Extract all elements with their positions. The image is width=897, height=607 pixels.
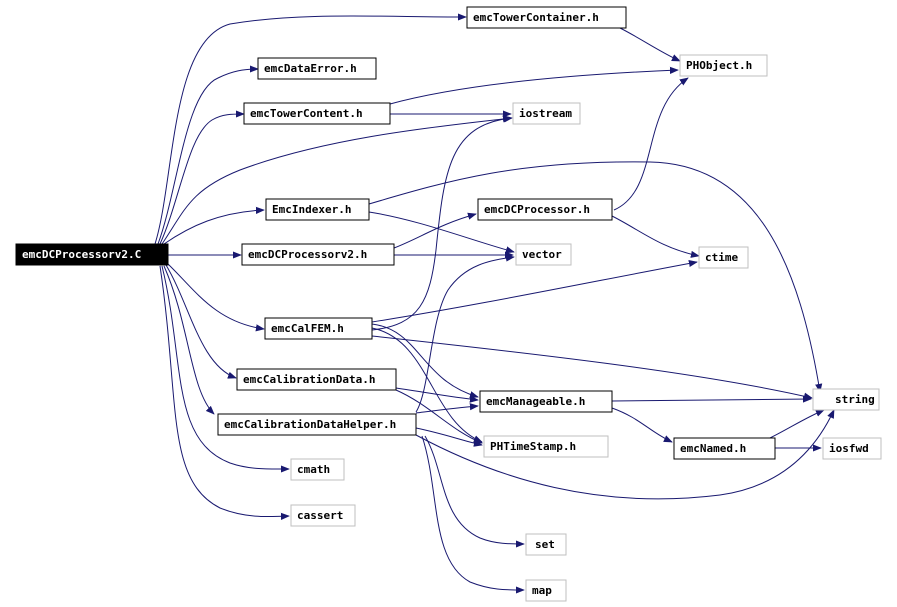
node-label: emcDCProcessorv2.h <box>248 248 367 261</box>
node-label: cmath <box>297 463 330 476</box>
node-PHTimeStamp-h[interactable]: PHTimeStamp.h <box>483 435 609 458</box>
edge-emcCalibrationDataHelper-vector <box>415 254 515 413</box>
edge-root-cassert <box>159 265 290 520</box>
node-label: emcCalibrationDataHelper.h <box>224 418 396 431</box>
node-label: emcCalibrationData.h <box>243 373 375 386</box>
node-iostream[interactable]: iostream <box>512 102 581 125</box>
edge-emcCalibrationDataHelper-set <box>424 435 525 548</box>
edge-emcCalibrationData-PHTimeStamp <box>395 389 483 444</box>
edge-emcNamed-string <box>769 409 825 439</box>
node-label: emcNamed.h <box>680 442 746 455</box>
node-PHObject-h[interactable]: PHObject.h <box>679 54 768 77</box>
node-label: map <box>532 584 552 597</box>
edge-EmcIndexer-string <box>368 161 823 393</box>
edge-emcDCProcessor-PHObject <box>613 77 689 211</box>
node-label: emcManageable.h <box>486 395 585 408</box>
node-label: cassert <box>297 509 343 522</box>
node-emcTowerContainer-h[interactable]: emcTowerContainer.h <box>466 6 627 29</box>
node-label: set <box>535 538 555 551</box>
node-label: vector <box>522 248 562 261</box>
node-iosfwd[interactable]: iosfwd <box>822 437 882 460</box>
edge-emcCalFEM-ctime <box>371 259 698 323</box>
node-map[interactable]: map <box>525 579 567 602</box>
node-cmath[interactable]: cmath <box>290 458 345 481</box>
edge-emcCalibrationDataHelper-string <box>415 409 835 500</box>
edge-emcTowerContainer-PHObject <box>619 27 681 62</box>
edge-emcCalibrationDataHelper-map <box>421 435 525 594</box>
node-label: emcDCProcessorv2.C <box>22 248 141 261</box>
node-label: iosfwd <box>829 442 869 455</box>
edge-EmcIndexer-vector <box>368 211 515 254</box>
edge-emcManageable-emcNamed <box>611 407 673 443</box>
node-label: emcDCProcessor.h <box>484 203 590 216</box>
node-emcDCProcessor-h[interactable]: emcDCProcessor.h <box>477 198 613 221</box>
node-label: PHTimeStamp.h <box>490 440 576 453</box>
edge-root-emcCalibrationData <box>165 264 237 379</box>
edge-root-EmcIndexer <box>163 206 265 245</box>
node-emcTowerContent-h[interactable]: emcTowerContent.h <box>243 102 391 125</box>
edge-root-iostream <box>161 115 513 245</box>
node-label: emcTowerContainer.h <box>473 11 599 24</box>
node-label: iostream <box>519 107 572 120</box>
edge-emcCalibrationDataHelper-PHTimeStamp <box>415 427 483 447</box>
node-label: emcTowerContent.h <box>250 107 363 120</box>
edge-root-emcTowerContainer <box>154 13 467 245</box>
edge-emcCalFEM-string <box>371 335 813 400</box>
node-cassert[interactable]: cassert <box>290 504 356 527</box>
node-emcNamed-h[interactable]: emcNamed.h <box>673 437 776 460</box>
node-emcCalFEM-h[interactable]: emcCalFEM.h <box>264 317 373 340</box>
node-EmcIndexer-h[interactable]: EmcIndexer.h <box>265 198 370 221</box>
edge-root-cmath <box>161 265 290 473</box>
node-label: EmcIndexer.h <box>272 203 351 216</box>
node-emcDCProcessorv2-c[interactable]: emcDCProcessorv2.C <box>15 243 169 266</box>
node-label: emcCalFEM.h <box>271 322 344 335</box>
node-vector[interactable]: vector <box>515 243 572 266</box>
node-set[interactable]: set <box>525 533 567 556</box>
edge-emcCalFEM-PHTimeStamp <box>371 327 483 443</box>
node-emcDCProcessorv2-h[interactable]: emcDCProcessorv2.h <box>241 243 395 266</box>
edge-emcManageable-string <box>611 395 812 403</box>
edge-root-emcCalFEM <box>167 263 265 332</box>
edge-emcCalibrationData-emcManageable <box>395 387 479 403</box>
edge-emcCalibrationDataHelper-emcManageable <box>415 403 479 414</box>
node-label: string <box>835 393 875 406</box>
edge-emcDCProcessorv2h-emcDCProcessor <box>393 212 477 249</box>
edge-emcCalFEM-iostream <box>371 115 512 331</box>
edge-emcTowerContent-PHObject <box>389 66 679 105</box>
edge-root-emcTowerContent <box>159 110 245 245</box>
node-emcManageable-h[interactable]: emcManageable.h <box>479 390 613 413</box>
node-ctime[interactable]: ctime <box>698 246 749 269</box>
node-label: emcDataError.h <box>264 62 357 75</box>
edge-root-emcCalibrationDataHelper <box>163 265 215 415</box>
node-emcCalibrationDataHelper-h[interactable]: emcCalibrationDataHelper.h <box>217 413 417 436</box>
node-label: ctime <box>705 251 738 264</box>
edge-emcDCProcessor-ctime <box>611 215 700 258</box>
nodes: emcDCProcessorv2.C emcTowerContainer.h e… <box>15 6 882 602</box>
node-label: PHObject.h <box>686 59 752 72</box>
edges <box>154 13 835 594</box>
node-emcDataError-h[interactable]: emcDataError.h <box>257 57 377 80</box>
edge-root-emcDataError <box>157 65 259 245</box>
node-string[interactable]: string <box>812 388 880 411</box>
node-emcCalibrationData-h[interactable]: emcCalibrationData.h <box>236 368 397 391</box>
